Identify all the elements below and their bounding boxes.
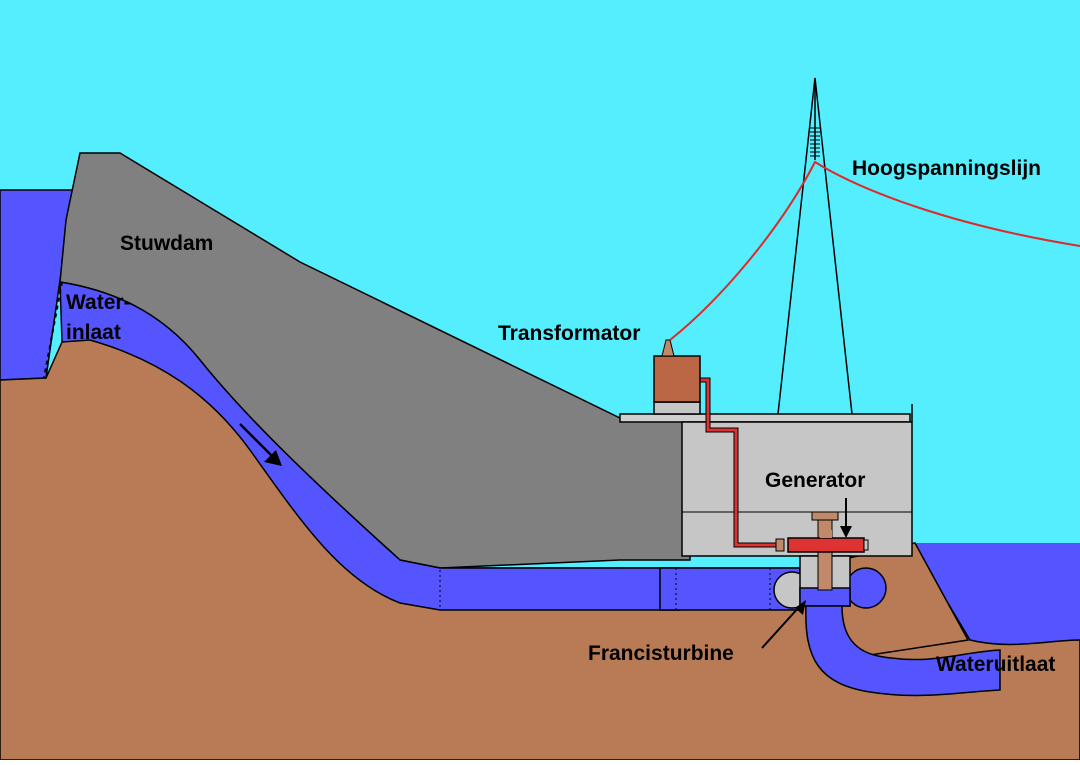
flow-arrow-icon: [239, 423, 277, 461]
spiral-case-right: [845, 567, 887, 609]
transformer-base: [653, 401, 701, 415]
flow-arrowhead-icon: [264, 450, 282, 466]
label-power-line: Hoogspanningslijn: [852, 157, 1041, 180]
powerhouse: [681, 421, 913, 557]
power-cable-core: [700, 378, 778, 547]
turbine-runner: [799, 587, 851, 607]
label-dam: Stuwdam: [120, 232, 213, 255]
label-intake-1: Water-: [66, 291, 131, 314]
generator-rotor: [787, 537, 865, 553]
draft-tube: [805, 605, 1001, 697]
generator-end: [863, 539, 869, 551]
insulator-icon: [810, 127, 820, 157]
intake-grate: [43, 281, 63, 379]
label-transformer: Transformator: [498, 322, 640, 345]
high-voltage-line: [669, 160, 1080, 341]
transformer-body: [653, 355, 701, 403]
label-turbine: Francisturbine: [588, 642, 734, 665]
shaft-cap: [811, 511, 839, 521]
cable-terminal: [775, 538, 785, 552]
label-generator: Generator: [765, 469, 865, 492]
generator-coupling: [820, 530, 832, 538]
powerhouse-roof: [619, 413, 911, 423]
label-intake-2: inlaat: [66, 321, 121, 344]
turbine-pointer-icon: [761, 605, 801, 649]
generator-pointer-head-icon: [840, 526, 852, 538]
reservoir-water: [0, 189, 79, 381]
penstock: [59, 281, 681, 611]
turbine-pointer-head-icon: [795, 600, 806, 615]
label-outlet: Wateruitlaat: [936, 653, 1055, 676]
